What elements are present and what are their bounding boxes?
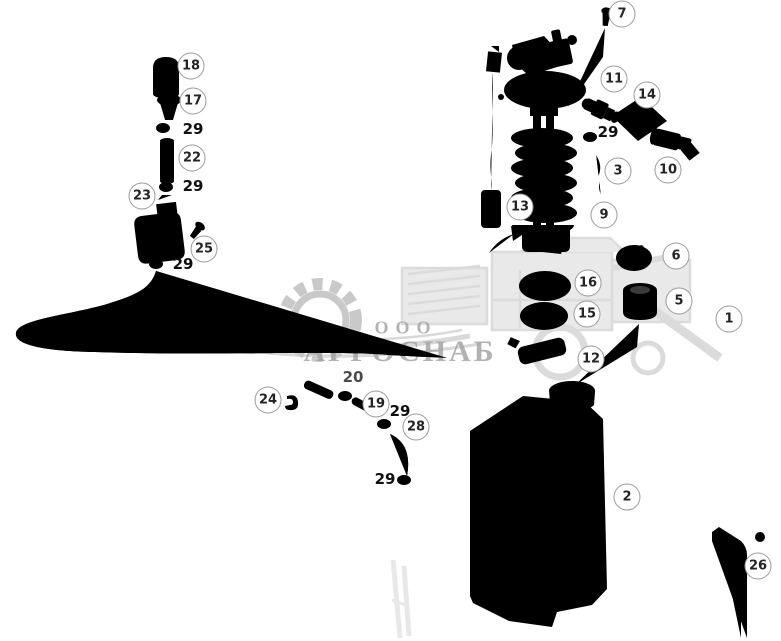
clamp-20 [338,391,352,401]
clamp-29-f [583,132,597,142]
watermark-fragment [390,559,412,639]
callout-17[interactable]: 17 [179,87,207,115]
callout-10[interactable]: 10 [654,156,682,184]
clamp-29-b [159,180,177,192]
callout-15[interactable]: 15 [573,300,601,328]
callout-29-d[interactable]: 29 [389,402,411,420]
part-12-strainer-plate [507,337,567,365]
callout-25[interactable]: 25 [190,235,218,263]
callout-18[interactable]: 18 [177,52,205,80]
part-17-valve [157,94,181,120]
part-16-oring [519,271,571,301]
callout-2[interactable]: 2 [613,483,641,511]
clamp-29-e [392,475,411,485]
part-11-fitting [581,98,620,123]
callout-16[interactable]: 16 [574,269,602,297]
callout-11[interactable]: 11 [600,65,628,93]
part-10-elbow-fitting [649,128,700,161]
callout-7[interactable]: 7 [608,0,636,28]
callout-1[interactable]: 1 [715,305,743,333]
insertion-arrow-icon [489,226,528,253]
part-23-bracket [134,195,185,264]
callout-29-e[interactable]: 29 [374,470,396,488]
callout-26[interactable]: 26 [744,552,772,580]
callout-29-c[interactable]: 29 [172,255,194,273]
part-6-cap [616,245,652,271]
sender-opening-ring [510,408,564,433]
callout-9[interactable]: 9 [590,201,618,229]
callout-23[interactable]: 23 [128,182,156,210]
clamp-29-c [145,258,163,269]
leader-lines [146,14,759,554]
assembly-boundary-lines [369,0,583,500]
callout-24[interactable]: 24 [254,386,282,414]
part-25-screw [189,221,205,239]
callout-29-f[interactable]: 29 [597,123,619,141]
part-13-cable [481,46,503,253]
clamp-29-a [156,121,174,133]
part-3-tube [593,151,604,198]
fuel-sender-unit [489,29,586,254]
callout-6[interactable]: 6 [662,242,690,270]
fuel-hose [15,271,448,358]
clamp-29-d [377,419,391,429]
callout-14[interactable]: 14 [633,81,661,109]
part-26-strap [712,527,765,638]
part-2-fuel-tank [470,380,607,627]
part-28-elbow-hose [390,434,409,476]
callout-3[interactable]: 3 [604,157,632,185]
part-15-snap-ring [520,302,570,330]
part-24-clip [285,395,299,411]
callout-5[interactable]: 5 [665,287,693,315]
filler-neck [549,380,600,514]
callout-13[interactable]: 13 [506,193,534,221]
part-5-bushing [623,283,657,320]
callout-28[interactable]: 28 [402,413,430,441]
callout-12[interactable]: 12 [577,345,605,373]
callout-19[interactable]: 19 [362,390,390,418]
callout-29-a[interactable]: 29 [182,120,204,138]
callout-20[interactable]: 20 [342,368,364,386]
part-22-tube [160,133,174,187]
tube-segment [303,380,334,399]
callout-22[interactable]: 22 [178,144,206,172]
callout-29-b[interactable]: 29 [182,177,204,195]
watermark-org-prefix: ООО [374,317,438,338]
